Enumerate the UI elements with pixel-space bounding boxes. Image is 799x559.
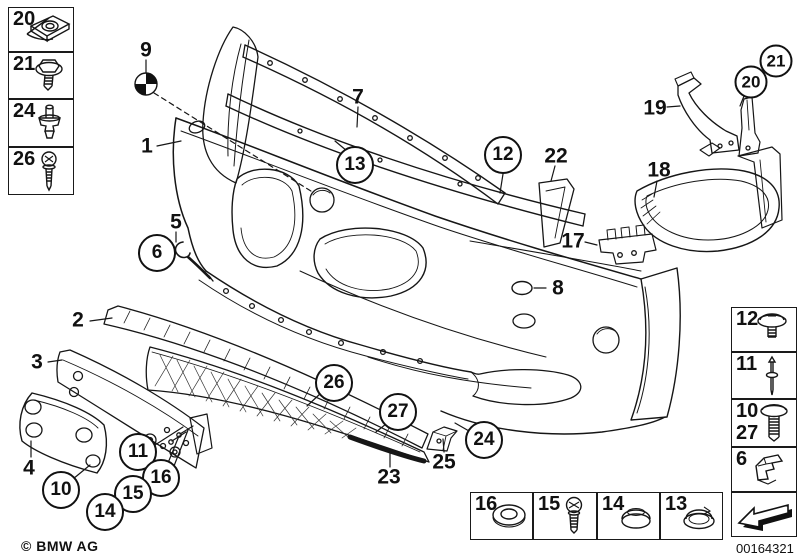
flange-bolt-icon [35, 59, 63, 91]
copyright-notice: © BMW AG [21, 538, 99, 554]
callout-label-7[interactable]: 7 [352, 85, 364, 109]
part-7-upper-trim-strip [242, 44, 506, 205]
fastener-box-label: 12 [736, 308, 759, 330]
fastener-box-label: 6 [736, 448, 748, 470]
part-2-grille-strip [103, 305, 429, 449]
spring-clip-icon [755, 454, 784, 485]
part-5-tow-hook [174, 241, 214, 282]
fastener-box-24[interactable]: 24 [8, 99, 74, 147]
fastener-box-21[interactable]: 21 [8, 52, 74, 99]
grommet-icon [683, 506, 715, 530]
part-22-trim-piece [538, 178, 575, 248]
part-4-license-plate-bracket [19, 392, 108, 474]
washer-icon [492, 504, 526, 528]
part-19-bracket [674, 71, 740, 154]
callout-label-9[interactable]: 9 [140, 38, 152, 62]
part-18-brake-air-duct [634, 142, 783, 253]
pin-rivet-icon [765, 355, 779, 396]
callout-label-8[interactable]: 8 [552, 276, 564, 300]
direction-arrow-icon [737, 503, 792, 531]
fastener-box-6[interactable]: 6 [731, 447, 797, 492]
callout-balloon-15[interactable]: 15 [114, 475, 152, 513]
catalog-number: 00164321 [736, 541, 794, 556]
fastener-box-10-27[interactable]: 10 27 [731, 399, 797, 447]
clip-nut-icon [26, 15, 71, 43]
callout-balloon-13[interactable]: 13 [336, 146, 374, 184]
part-9-emblem [134, 72, 158, 96]
part-8-tow-eye-cover [511, 280, 533, 296]
part-25-bracket [426, 426, 458, 452]
big-washer-screw-icon [760, 404, 788, 442]
callout-label-4[interactable]: 4 [23, 456, 35, 480]
pan-head-screw-icon [41, 151, 57, 192]
callout-balloon-20[interactable]: 20 [734, 65, 768, 99]
part-13-seal-strip [225, 93, 586, 227]
part-20-strap-bracket [738, 96, 761, 157]
fastener-box-13[interactable]: 13 [660, 492, 723, 540]
callout-balloon-24[interactable]: 24 [465, 421, 503, 459]
fastener-box-15[interactable]: 15 [533, 492, 597, 540]
direction-arrow-box [731, 492, 797, 537]
carrier-bracket-with-studs [168, 413, 213, 455]
oval-head-screw-icon [565, 496, 583, 534]
callout-label-5[interactable]: 5 [170, 210, 182, 234]
leader-lines [30, 59, 745, 480]
fastener-box-label: 21 [13, 53, 36, 75]
fastener-box-label: 14 [602, 493, 625, 515]
part-1-front-bumper [172, 26, 681, 435]
callout-label-2[interactable]: 2 [72, 308, 84, 332]
callout-balloon-6[interactable]: 6 [138, 234, 176, 272]
callout-label-1[interactable]: 1 [141, 134, 153, 158]
expansion-rivet-icon [38, 104, 61, 139]
callout-balloon-12[interactable]: 12 [484, 136, 522, 174]
callout-balloon-26[interactable]: 26 [315, 364, 353, 402]
callout-label-19[interactable]: 19 [643, 96, 667, 120]
washer-screw-icon [757, 313, 787, 338]
fastener-box-label: 13 [665, 493, 688, 515]
part-23-lower-grille-strip [145, 346, 430, 464]
callout-balloon-10[interactable]: 10 [42, 471, 80, 509]
callout-label-18[interactable]: 18 [647, 158, 671, 182]
fastener-box-20[interactable]: 20 [8, 7, 74, 52]
callout-balloon-14[interactable]: 14 [86, 493, 124, 531]
callout-label-23[interactable]: 23 [377, 465, 401, 489]
fastener-box-label: 11 [736, 353, 758, 375]
fastener-box-label: 26 [13, 148, 36, 170]
callout-balloon-27[interactable]: 27 [379, 393, 417, 431]
part-17-bracket [598, 224, 657, 265]
callout-label-22[interactable]: 22 [544, 144, 568, 168]
fastener-box-12[interactable]: 12 [731, 307, 797, 352]
cover-cap-icon [621, 508, 651, 529]
fastener-box-label: 20 [13, 8, 36, 30]
fastener-box-label: 24 [13, 100, 36, 122]
callout-label-17[interactable]: 17 [561, 229, 585, 253]
fastener-box-16[interactable]: 16 [470, 492, 533, 540]
callout-label-3[interactable]: 3 [31, 350, 43, 374]
fastener-box-label: 15 [538, 493, 561, 515]
fastener-box-label: 16 [475, 493, 498, 515]
callout-label-25[interactable]: 25 [432, 450, 456, 474]
fastener-box-label-secondary: 27 [736, 422, 759, 444]
fastener-box-26[interactable]: 26 [8, 147, 74, 195]
fastener-box-14[interactable]: 14 [597, 492, 660, 540]
fastener-box-11[interactable]: 11 [731, 352, 797, 399]
fastener-box-label: 10 [736, 400, 759, 422]
callout-balloon-21[interactable]: 21 [759, 44, 793, 78]
